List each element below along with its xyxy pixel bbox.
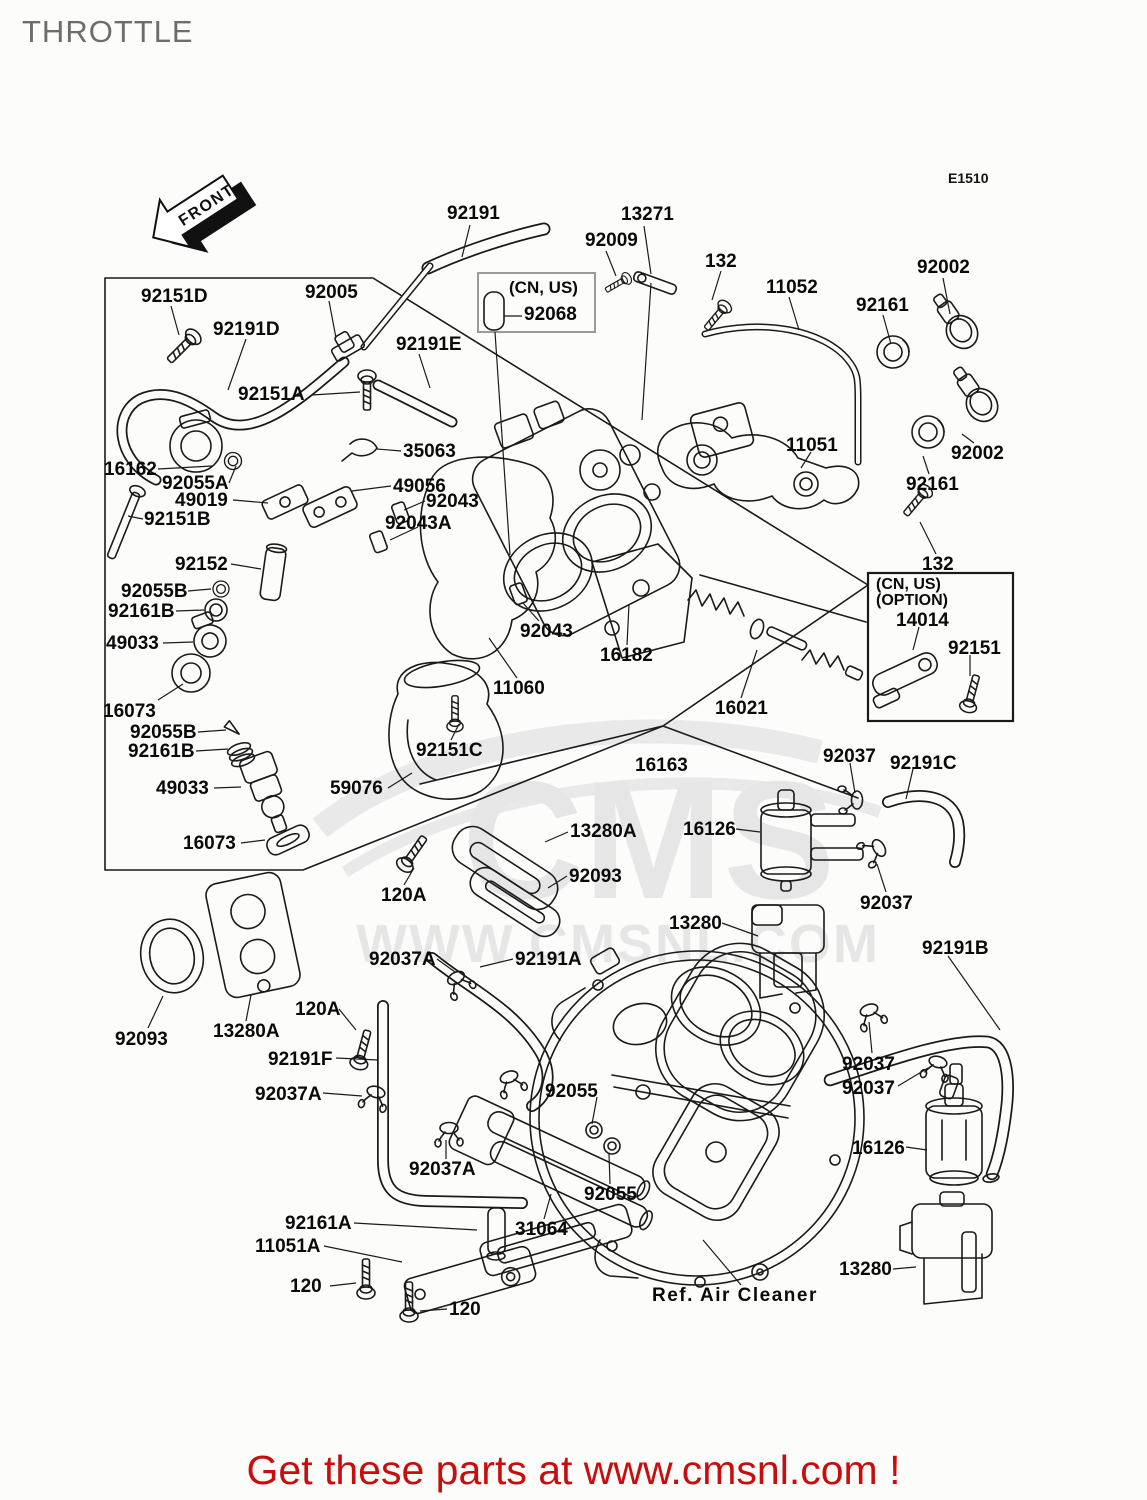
part-label-132: 132 bbox=[705, 251, 737, 272]
part-label-92191d: 92191D bbox=[213, 319, 280, 340]
air-cleaner-drawing bbox=[529, 942, 865, 1288]
part-label-92005: 92005 bbox=[305, 282, 358, 303]
part-label-49033: 49033 bbox=[106, 633, 159, 654]
part-label-14014: 14014 bbox=[896, 610, 949, 631]
part-label-120: 120 bbox=[290, 1276, 322, 1297]
part-label-92037a: 92037A bbox=[409, 1159, 476, 1180]
part-label-92161: 92161 bbox=[906, 474, 959, 495]
part-label-11051a: 11051A bbox=[255, 1236, 321, 1257]
part-label-92055b: 92055B bbox=[121, 581, 188, 602]
part-label-120: 120 bbox=[449, 1299, 481, 1320]
footer-cta-link[interactable]: Get these parts at www.cmsnl.com ! bbox=[246, 1447, 901, 1493]
part-label-120a: 120A bbox=[381, 885, 427, 906]
part-label-option: (OPTION) bbox=[876, 592, 948, 609]
part-label-13280: 13280 bbox=[669, 913, 722, 934]
part-label-92037: 92037 bbox=[842, 1078, 895, 1099]
part-label-16073: 16073 bbox=[183, 833, 236, 854]
part-label-92055: 92055 bbox=[545, 1081, 598, 1102]
part-label-92151: 92151 bbox=[948, 638, 1001, 659]
part-label-16162: 16162 bbox=[104, 459, 157, 480]
part-label-92002: 92002 bbox=[917, 257, 970, 278]
part-label-92068: 92068 bbox=[524, 304, 577, 325]
part-label-92055: 92055 bbox=[584, 1184, 637, 1205]
part-label-ref-air-cleaner: Ref. Air Cleaner bbox=[652, 1285, 818, 1306]
part-label-11052: 11052 bbox=[766, 277, 818, 298]
part-label-92055a: 92055A bbox=[162, 473, 229, 494]
part-label-35063: 35063 bbox=[403, 441, 456, 462]
part-label-92002: 92002 bbox=[951, 443, 1004, 464]
part-label-49056: 49056 bbox=[393, 476, 446, 497]
page-title: THROTTLE bbox=[22, 14, 194, 49]
part-label-13271: 13271 bbox=[621, 204, 674, 225]
part-label-16021: 16021 bbox=[715, 698, 768, 719]
part-label-92191e: 92191E bbox=[396, 334, 462, 355]
leader-lines bbox=[127, 224, 1001, 1312]
part-label-92161: 92161 bbox=[856, 295, 909, 316]
part-label-92151a: 92151A bbox=[238, 384, 305, 405]
parts-drawing bbox=[106, 270, 1000, 1323]
part-label-92151c: 92151C bbox=[416, 740, 483, 761]
part-label-92037a: 92037A bbox=[369, 949, 436, 970]
part-label-92161b: 92161B bbox=[108, 601, 175, 622]
part-label-92191a: 92191A bbox=[515, 949, 582, 970]
front-arrow-icon: FRONT bbox=[152, 174, 257, 253]
watermark: CMS WWW.CMSNL.COM bbox=[312, 719, 882, 974]
part-label-92043a: 92043A bbox=[385, 513, 452, 534]
part-label-92037a: 92037A bbox=[255, 1084, 322, 1105]
part-label-132: 132 bbox=[922, 554, 954, 575]
part-label-92093: 92093 bbox=[569, 866, 622, 887]
part-label-92043: 92043 bbox=[520, 621, 573, 642]
part-label-cn-us: (CN, US) bbox=[509, 278, 578, 297]
part-label-16126: 16126 bbox=[683, 819, 736, 840]
part-label-92093: 92093 bbox=[115, 1029, 168, 1050]
part-label-92191b: 92191B bbox=[922, 938, 989, 959]
part-label-13280: 13280 bbox=[839, 1259, 892, 1280]
part-label-cn-us: (CN, US) bbox=[876, 576, 941, 593]
part-label-92037: 92037 bbox=[823, 746, 876, 767]
part-label-16163: 16163 bbox=[635, 755, 688, 776]
part-label-92151d: 92151D bbox=[141, 286, 208, 307]
part-label-92191f: 92191F bbox=[268, 1049, 333, 1070]
part-label-92043: 92043 bbox=[426, 491, 479, 512]
part-label-16126: 16126 bbox=[852, 1138, 905, 1159]
part-label-13280a: 13280A bbox=[213, 1021, 280, 1042]
part-label-13280a: 13280A bbox=[570, 821, 637, 842]
part-label-92055b: 92055B bbox=[130, 722, 197, 743]
part-label-92037: 92037 bbox=[842, 1054, 895, 1075]
cn-us-box bbox=[477, 272, 596, 333]
part-label-92151b: 92151B bbox=[144, 509, 211, 530]
part-label-11060: 11060 bbox=[493, 678, 545, 699]
part-label-49019: 49019 bbox=[175, 490, 228, 511]
part-label-31064: 31064 bbox=[515, 1219, 568, 1240]
cn-us-option-box bbox=[866, 571, 1015, 723]
part-label-92037: 92037 bbox=[860, 893, 913, 914]
part-label-16182: 16182 bbox=[600, 645, 653, 666]
hoses-drawing bbox=[116, 222, 1014, 1209]
part-label-92009: 92009 bbox=[585, 230, 638, 251]
part-label-59076: 59076 bbox=[330, 778, 383, 799]
part-label-120a: 120A bbox=[295, 999, 341, 1020]
part-label-11051: 11051 bbox=[786, 435, 838, 456]
part-label-92191: 92191 bbox=[447, 203, 500, 224]
diagram-code: E1510 bbox=[948, 170, 989, 186]
part-label-92191c: 92191C bbox=[890, 753, 957, 774]
part-label-49033: 49033 bbox=[156, 778, 209, 799]
part-label-92161a: 92161A bbox=[285, 1213, 352, 1234]
part-label-92152: 92152 bbox=[175, 554, 228, 575]
part-label-16073: 16073 bbox=[103, 701, 156, 722]
part-label-92161b: 92161B bbox=[128, 741, 195, 762]
